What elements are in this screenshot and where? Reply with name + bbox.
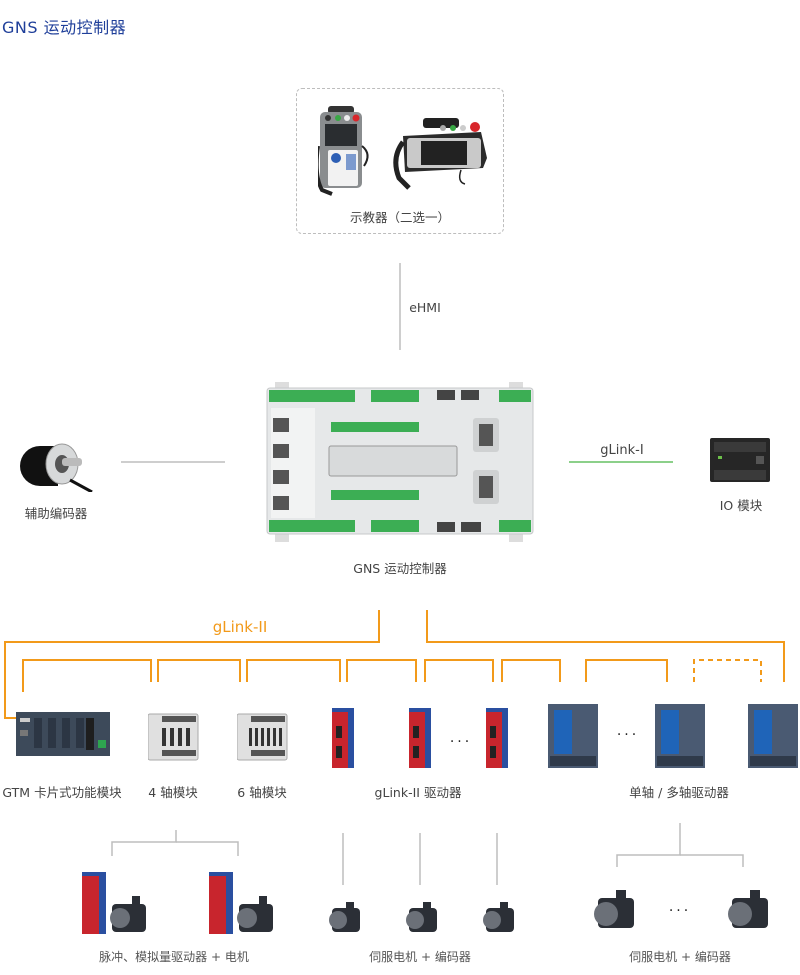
- servo-motor-icon: [483, 902, 514, 932]
- glink2-drive-icon: [486, 708, 508, 768]
- chain-seg-1: [22, 659, 152, 692]
- glink2-right-trunk: [426, 610, 785, 682]
- io-module-icon: [710, 438, 770, 482]
- page-title: GNS 运动控制器: [2, 18, 127, 37]
- teach-pendant-vertical-icon: [318, 106, 369, 196]
- chain-seg-5: [424, 659, 494, 682]
- branch-gtm: [111, 830, 177, 856]
- servo-motor-icon: [329, 902, 360, 932]
- multi-axis-drive-icon: [548, 704, 598, 768]
- six-axis-module-label: 6 轴模块: [237, 785, 287, 800]
- four-axis-module-icon: [148, 713, 199, 761]
- multi-axis-drive-icon: [655, 704, 705, 768]
- pulse-analog-drive-motor-icon: [209, 872, 273, 934]
- servo-encoder-label-2: 伺服电机 + 编码器: [629, 950, 731, 964]
- glink2-left-trunk: [4, 610, 380, 719]
- teach-pendant-group: [296, 88, 504, 234]
- ellipsis: ···: [668, 903, 692, 919]
- pulse-analog-drive-motor-icon: [82, 872, 146, 934]
- multi-axis-drive-label: 单轴 / 多轴驱动器: [629, 785, 729, 800]
- servo-motor-icon: [406, 902, 437, 932]
- glink2-drive-icon: [409, 708, 431, 768]
- glink2-label: gLink-II: [212, 618, 268, 636]
- chain-seg-2: [157, 659, 241, 682]
- servo-motor-icon: [728, 890, 768, 928]
- chain-seg-4: [346, 659, 417, 682]
- gtm-card-module-icon: [16, 712, 110, 756]
- chain-seg-3: [246, 659, 341, 682]
- auxiliary-encoder-icon: [20, 443, 93, 492]
- chain-seg-7: [585, 659, 668, 682]
- gns-controller-icon: [266, 382, 534, 542]
- ehmi-label: eHMI: [409, 300, 441, 315]
- ellipsis: ···: [616, 727, 640, 743]
- pulse-analog-label: 脉冲、模拟量驱动器 + 电机: [99, 950, 249, 964]
- four-axis-module-label: 4 轴模块: [148, 785, 198, 800]
- ellipsis: ···: [449, 734, 473, 750]
- glink1-label: gLink-I: [600, 443, 644, 458]
- controller-label: GNS 运动控制器: [353, 561, 447, 576]
- glink2-drive-label: gLink-II 驱动器: [374, 785, 462, 800]
- servo-motor-icon: [594, 890, 634, 928]
- servo-encoder-label-1: 伺服电机 + 编码器: [369, 950, 471, 964]
- teach-pendant-label: 示教器（二选一）: [349, 210, 451, 225]
- multi-axis-drive-icon: [748, 704, 798, 768]
- glink2-drive-icon: [332, 708, 354, 768]
- branch-multi: [616, 823, 681, 867]
- chain-seg-6: [501, 659, 561, 682]
- io-module-label: IO 模块: [719, 498, 763, 513]
- encoder-label: 辅助编码器: [24, 506, 88, 521]
- six-axis-module-icon: [237, 713, 288, 761]
- chain-seg-8-dashed: [693, 659, 762, 682]
- teach-pendant-horizontal-icon: [393, 118, 487, 190]
- gtm-module-label: GTM 卡片式功能模块: [2, 785, 122, 800]
